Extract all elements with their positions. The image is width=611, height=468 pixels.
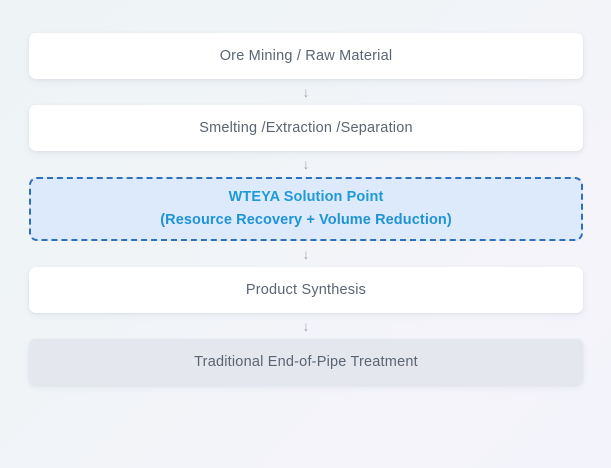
flow-connector-2: ↓: [29, 151, 583, 177]
flow-node-label: WTEYA Solution Point: [228, 188, 384, 205]
flow-connector-3: ↓: [29, 241, 583, 267]
arrow-down-icon: ↓: [302, 318, 310, 334]
flow-node-sublabel: (Resource Recovery + Volume Reduction): [160, 211, 452, 228]
flow-node-label: Smelting /Extraction /Separation: [199, 120, 413, 136]
flow-node-label: Ore Mining / Raw Material: [219, 48, 393, 64]
flow-connector-1: ↓: [29, 79, 583, 105]
flow-node-product-synthesis[interactable]: Product Synthesis: [29, 267, 583, 313]
flow-node-wteya-solution-point[interactable]: WTEYA Solution Point (Resource Recovery …: [29, 177, 583, 241]
flow-node-smelting[interactable]: Smelting /Extraction /Separation: [29, 105, 583, 151]
flow-connector-4: ↓: [29, 313, 583, 339]
flow-node-traditional-treatment[interactable]: Traditional End-of-Pipe Treatment: [29, 339, 583, 385]
arrow-down-icon: ↓: [302, 84, 310, 100]
flow-node-label: Traditional End-of-Pipe Treatment: [194, 354, 418, 370]
arrow-down-icon: ↓: [302, 156, 310, 172]
flow-node-label: Product Synthesis: [245, 282, 367, 298]
arrow-down-icon: ↓: [302, 246, 310, 262]
flow-node-ore-mining[interactable]: Ore Mining / Raw Material: [29, 33, 583, 79]
